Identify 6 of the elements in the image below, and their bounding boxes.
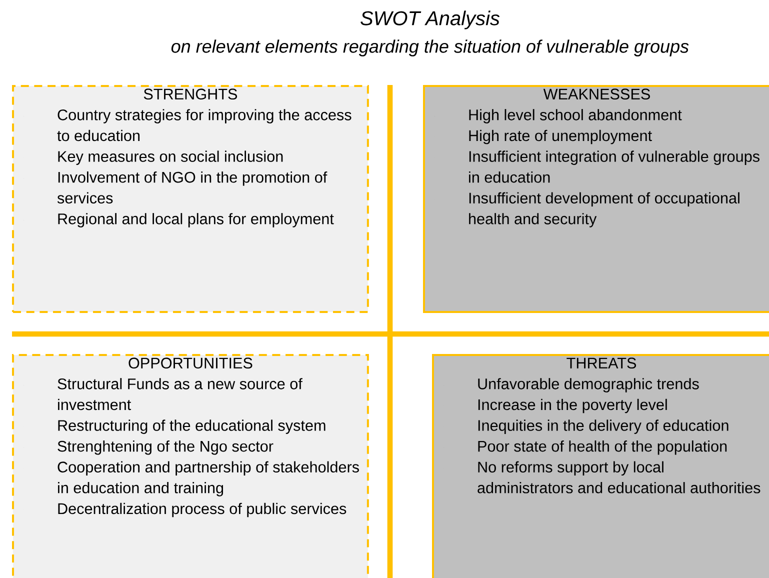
quadrant-box: STRENGHTS Country strategies for improving the access to education Key measures on social inclusion Involvement of NGO in the promotion of services Regional and local plans for employment	[12, 85, 369, 313]
quadrant-box: THREATS Unfavorable demographic trends Increase in the poverty level Inequities in the delivery of education Poor state of health of the population No reforms support by local administrators and educational authorities	[432, 354, 769, 578]
quadrant-box: WEAKNESSES High level school abandonment High rate of unemployment Insufficient integration of vulnerable groups in education Insufficient development of occupational health and security	[423, 85, 769, 313]
title: SWOT Analysis	[360, 10, 500, 30]
quadrant-box: OPPORTUNITIES Structural Funds as a new source of investment Restructuring of the educational system Strenghtening of the Ngo sector Cooperation and partnership of stakeholders in education and training Decentralization process of public services	[12, 354, 369, 578]
subtitle: on relevant elements regarding the situation of vulnerable groups	[171, 40, 689, 56]
